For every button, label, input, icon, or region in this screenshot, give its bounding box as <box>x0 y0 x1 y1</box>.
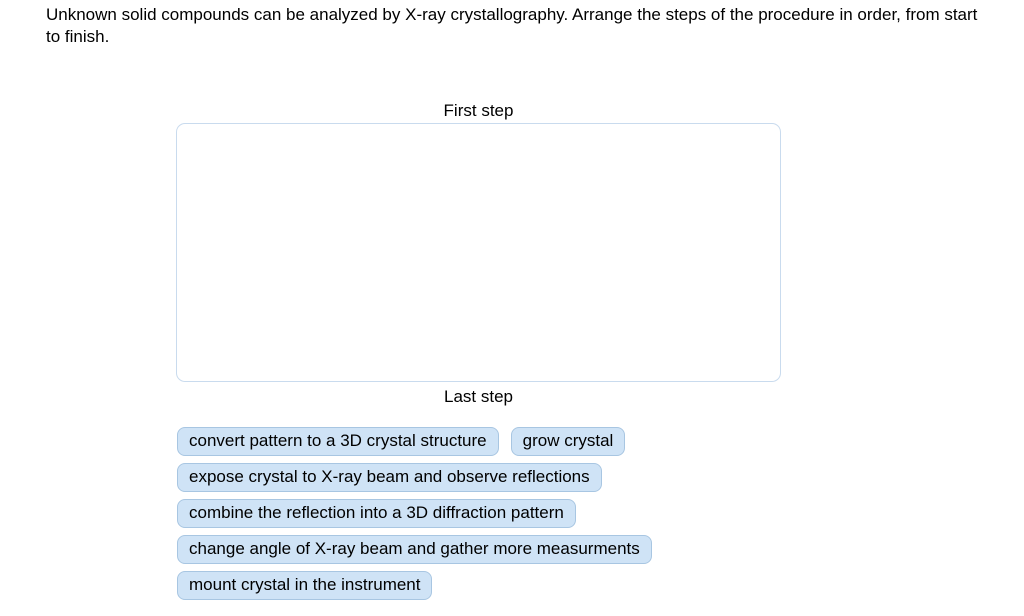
chip-convert-pattern[interactable]: convert pattern to a 3D crystal structur… <box>177 427 499 456</box>
chip-change-angle[interactable]: change angle of X-ray beam and gather mo… <box>177 535 652 564</box>
chip-bank: convert pattern to a 3D crystal structur… <box>177 427 777 600</box>
chip-mount-crystal[interactable]: mount crystal in the instrument <box>177 571 433 600</box>
chip-combine-reflection[interactable]: combine the reflection into a 3D diffrac… <box>177 499 576 528</box>
chip-expose-crystal[interactable]: expose crystal to X-ray beam and observe… <box>177 463 602 492</box>
chip-grow-crystal[interactable]: grow crystal <box>510 427 626 456</box>
question-text: Unknown solid compounds can be analyzed … <box>46 5 978 46</box>
answer-dropzone[interactable] <box>176 123 781 382</box>
last-step-label: Last step <box>444 387 513 406</box>
first-step-label: First step <box>443 101 514 120</box>
